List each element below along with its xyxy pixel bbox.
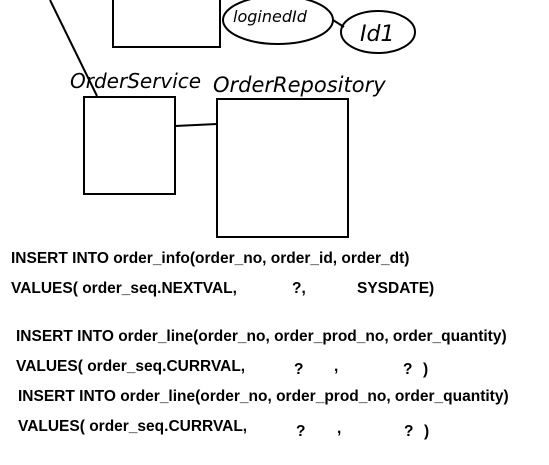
values-prefix: VALUES( order_seq.NEXTVAL,: [11, 280, 237, 297]
values-param-1: ?: [296, 423, 306, 440]
id-value-ellipse: [340, 10, 416, 54]
top-box: [112, 0, 221, 48]
sql-insert-order-line-2: INSERT INTO order_line(order_no, order_p…: [18, 388, 509, 405]
values-prefix: VALUES( order_seq.CURRVAL,: [16, 358, 246, 375]
values-comma: ,: [334, 358, 339, 375]
order-service-box: [83, 96, 176, 195]
values-close: ): [423, 361, 429, 378]
values-param-1: ?: [294, 361, 304, 378]
connector-line-boxes: [174, 123, 218, 127]
values-param-2: ?: [403, 361, 413, 378]
order-repository-label: OrderRepository: [213, 73, 386, 97]
values-sysdate: SYSDATE): [357, 280, 435, 297]
order-service-label: OrderService: [70, 69, 201, 93]
values-param-2: ?: [404, 423, 414, 440]
values-prefix: VALUES( order_seq.CURRVAL,: [18, 418, 248, 435]
values-close: ): [424, 423, 430, 440]
values-param: ?,: [292, 280, 306, 297]
values-comma: ,: [337, 420, 342, 437]
sql-insert-order-line-1: INSERT INTO order_line(order_no, order_p…: [16, 328, 507, 345]
connector-line-diagonal: [49, 0, 98, 97]
logined-id-label: loginedId: [233, 7, 308, 26]
whiteboard-diagram: loginedId Id1 OrderService OrderReposito…: [49, 0, 416, 238]
order-repository-box: [216, 98, 349, 238]
sql-insert-order-info: INSERT INTO order_info(order_no, order_i…: [11, 250, 410, 267]
id-value-label: Id1: [360, 22, 394, 47]
